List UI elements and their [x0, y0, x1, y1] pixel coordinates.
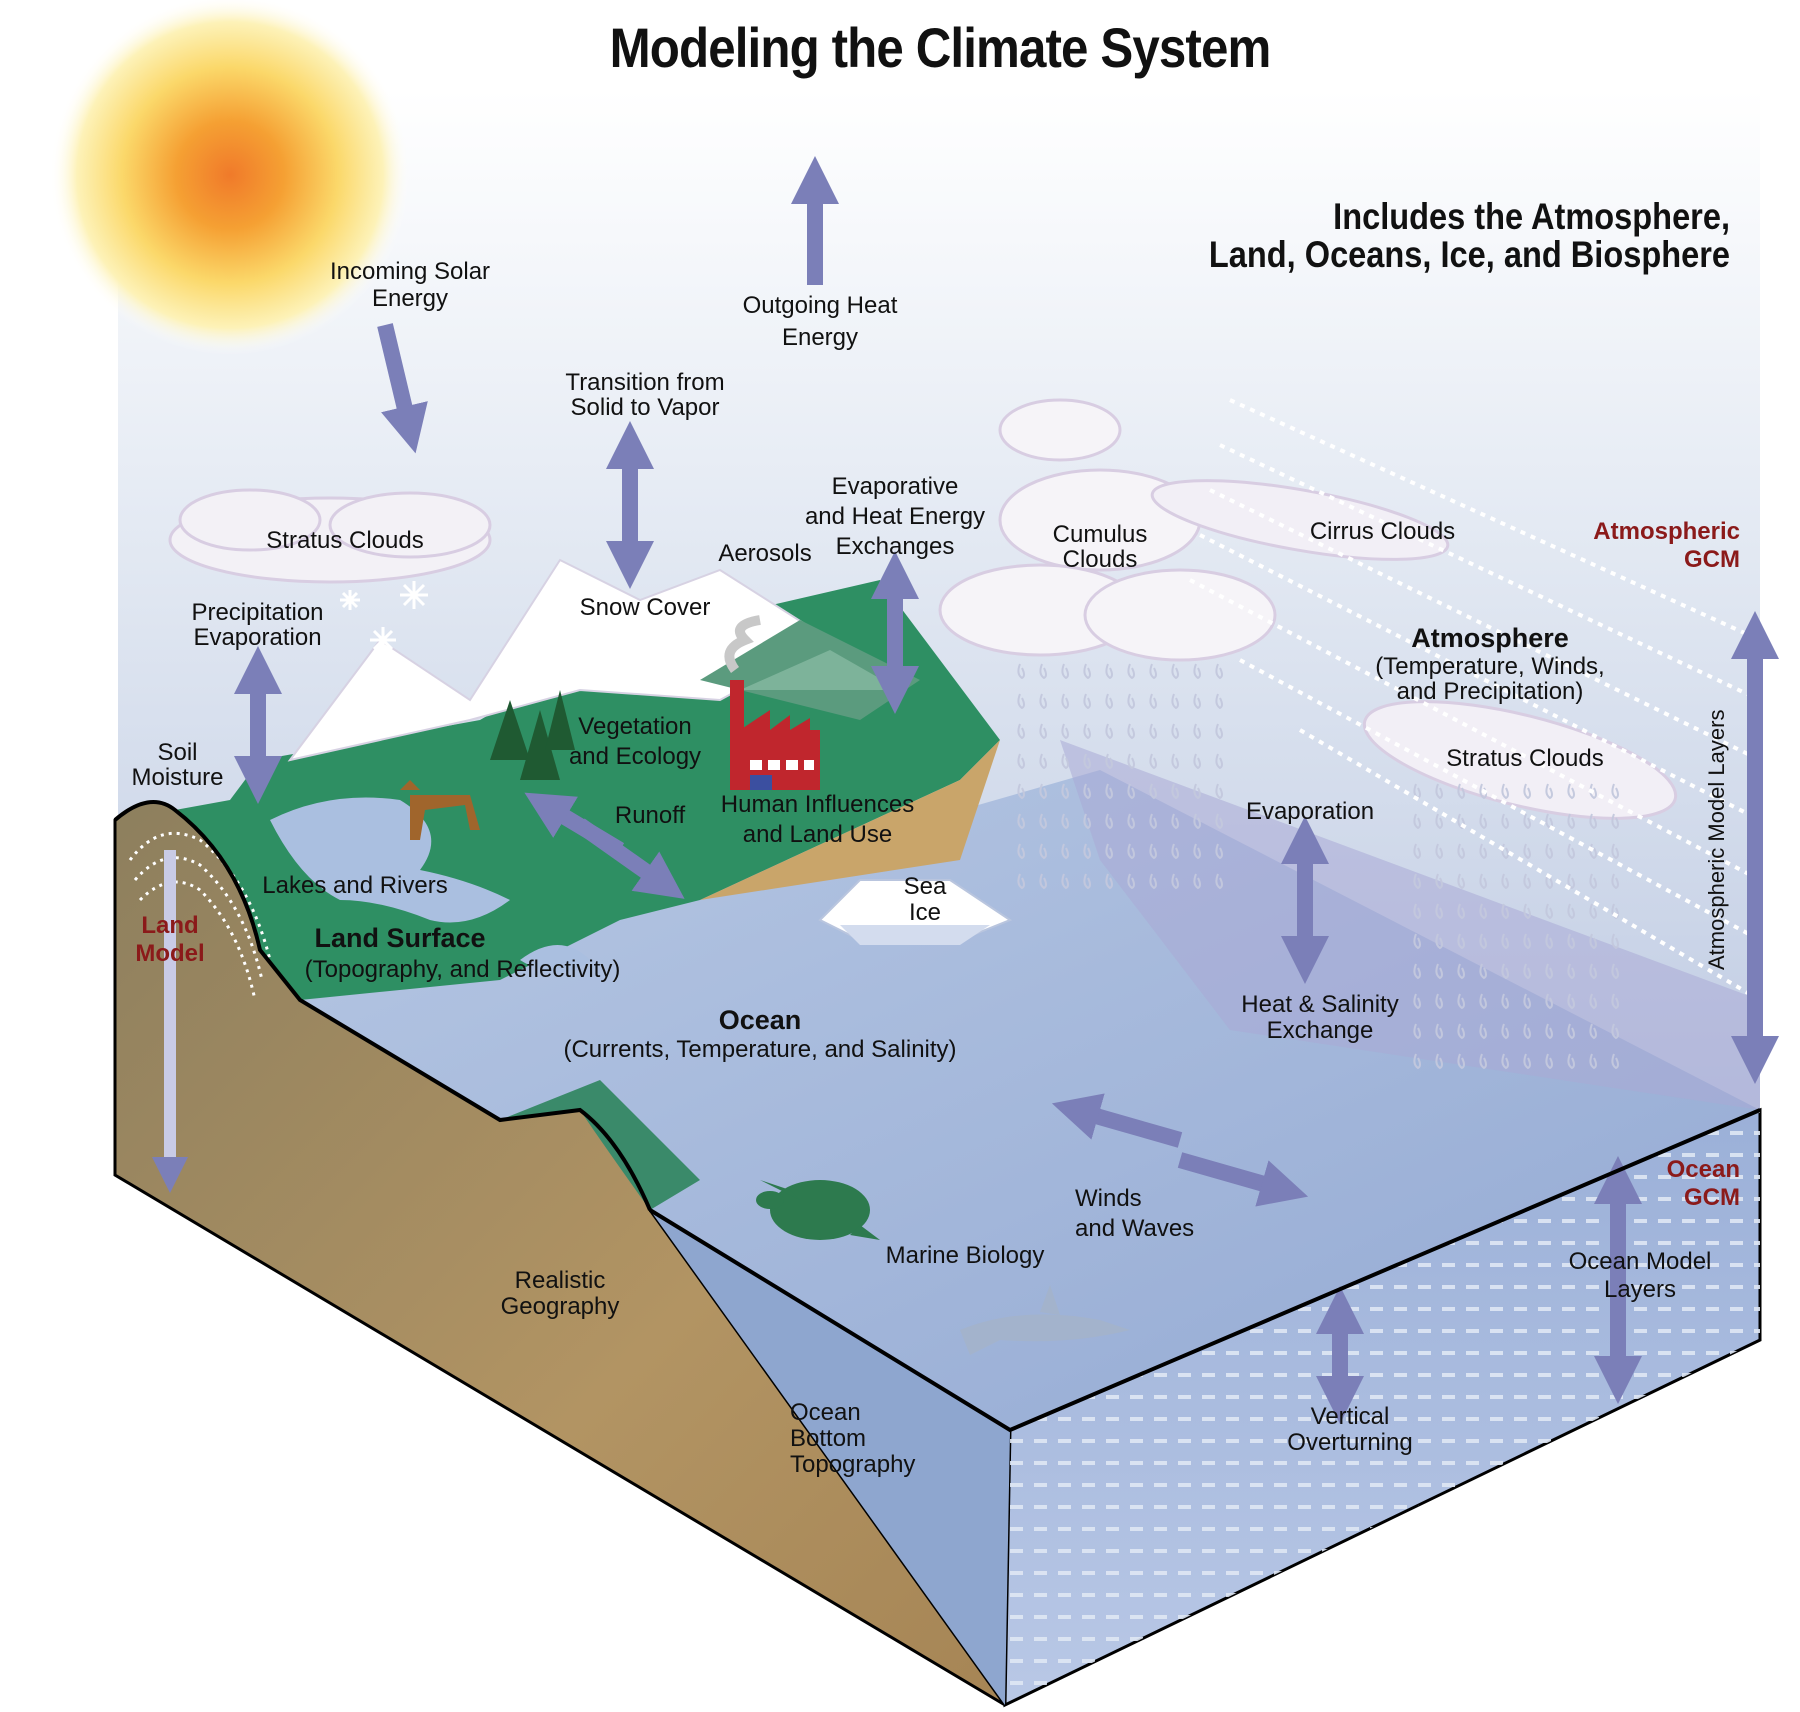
- incoming-solar-arrow: [377, 323, 428, 454]
- sun-icon: [50, 0, 410, 355]
- soil-moisture-label: Soil Moisture: [131, 739, 224, 791]
- vegetation-label: Vegetation and Ecology: [568, 713, 702, 770]
- realistic-geography-label: Realistic Geography: [500, 1267, 620, 1320]
- outgoing-heat-label: Outgoing Heat Energy: [742, 292, 898, 351]
- atmosphere-label: Atmosphere: [1411, 623, 1569, 653]
- mountains: [287, 558, 832, 762]
- shark-icon: [960, 1285, 1130, 1355]
- ocean-gcm-label: Ocean GCM: [1666, 1156, 1740, 1211]
- sea-ice-label: Sea Ice: [903, 873, 947, 926]
- precip-evap-label: Precipitation Evaporation: [191, 599, 324, 651]
- atmo-layers-label: Atmospheric Model Layers: [1704, 709, 1729, 970]
- snowflake-icon: [340, 581, 428, 653]
- land-model-lines: [128, 831, 272, 1001]
- transition-label: Transition from Solid to Vapor: [565, 369, 725, 421]
- runoff-arrow-back: [524, 792, 625, 857]
- evaporation-label: Evaporation: [1245, 798, 1375, 825]
- vertical-overturning-label: Vertical Overturning: [1287, 1403, 1413, 1456]
- cumulus-label: Cumulus Clouds: [1052, 521, 1148, 573]
- cumulus-cloud: [938, 398, 1277, 662]
- heat-salinity-label: Heat & Salinity Exchange: [1241, 991, 1399, 1044]
- winds-arrow-a: [1177, 1152, 1309, 1207]
- winds-arrow-b: [1051, 1093, 1183, 1148]
- incoming-solar-label: Incoming Solar Energy: [329, 258, 491, 312]
- tree-icon: [490, 690, 575, 780]
- lakes-rivers: [270, 797, 510, 923]
- ocean-sub-label: (Currents, Temperature, and Salinity): [563, 1036, 957, 1063]
- cirrus-label: Cirrus Clouds: [1309, 518, 1456, 545]
- atmosphere-sub-label: (Temperature, Winds, and Precipitation): [1375, 653, 1605, 705]
- ocean-bottom-label: Ocean Bottom Topography: [790, 1399, 916, 1478]
- atmospheric-layer-lines: [1189, 398, 1762, 1002]
- stratus-clouds-right-label: Stratus Clouds: [1446, 745, 1604, 772]
- deer-icon: [400, 780, 480, 840]
- page-title: Modeling the Climate System: [609, 16, 1272, 79]
- land-model-label: Land Model: [135, 912, 205, 967]
- stratus-clouds-left-label: Stratus Clouds: [266, 527, 424, 554]
- ocean-layers-label: Ocean Model Layers: [1568, 1248, 1712, 1303]
- land-surface-sub-label: (Topography, and Reflectivity): [304, 956, 621, 983]
- rain-icon: [1010, 660, 1225, 890]
- runoff-label: Runoff: [614, 802, 686, 829]
- ocean-shelf: [650, 1210, 1010, 1705]
- snow-cover-label: Snow Cover: [579, 594, 711, 621]
- arrows: [234, 156, 1779, 1424]
- human-influences-label: Human Influences and Land Use: [720, 791, 915, 848]
- ocean-label: Ocean: [718, 1005, 802, 1035]
- lakes-rivers-label: Lakes and Rivers: [262, 872, 448, 899]
- factory-icon: [724, 615, 820, 790]
- turtle-icon: [756, 1180, 880, 1240]
- aerosols-label: Aerosols: [718, 540, 812, 567]
- marine-biology-label: Marine Biology: [885, 1242, 1045, 1269]
- atmospheric-gcm-label: Atmospheric GCM: [1593, 518, 1740, 573]
- cirrus-cloud: [1150, 479, 1450, 561]
- subtitle: Includes the Atmosphere, Land, Oceans, I…: [1208, 196, 1730, 275]
- land-surface-label: Land Surface: [314, 923, 486, 953]
- evaporative-exchanges-label: Evaporative and Heat Energy Exchanges: [804, 473, 986, 560]
- stratus-cloud-left: [168, 488, 492, 584]
- winds-waves-label: Winds and Waves: [1075, 1185, 1195, 1242]
